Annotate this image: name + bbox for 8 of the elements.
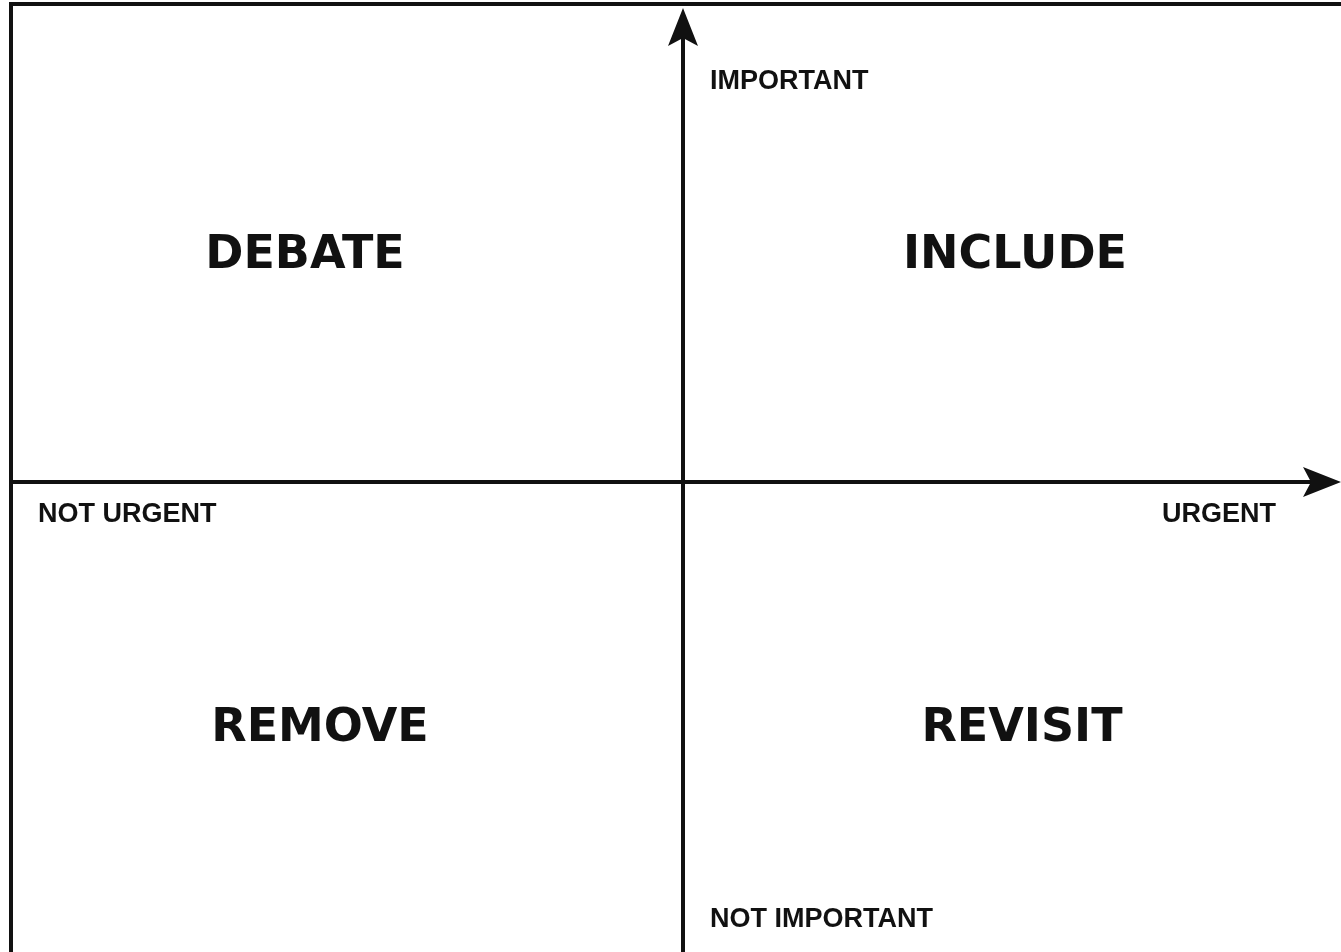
quadrant-label: REMOVE xyxy=(211,702,429,748)
axis-label: URGENT xyxy=(1162,499,1276,527)
quadrant-label: REVISIT xyxy=(921,702,1123,748)
axis-label: NOT IMPORTANT xyxy=(710,904,933,932)
quadrant-label: INCLUDE xyxy=(903,229,1127,275)
axis-label: NOT URGENT xyxy=(38,499,217,527)
quadrant-label: DEBATE xyxy=(205,229,405,275)
axis-label: IMPORTANT xyxy=(710,66,869,94)
